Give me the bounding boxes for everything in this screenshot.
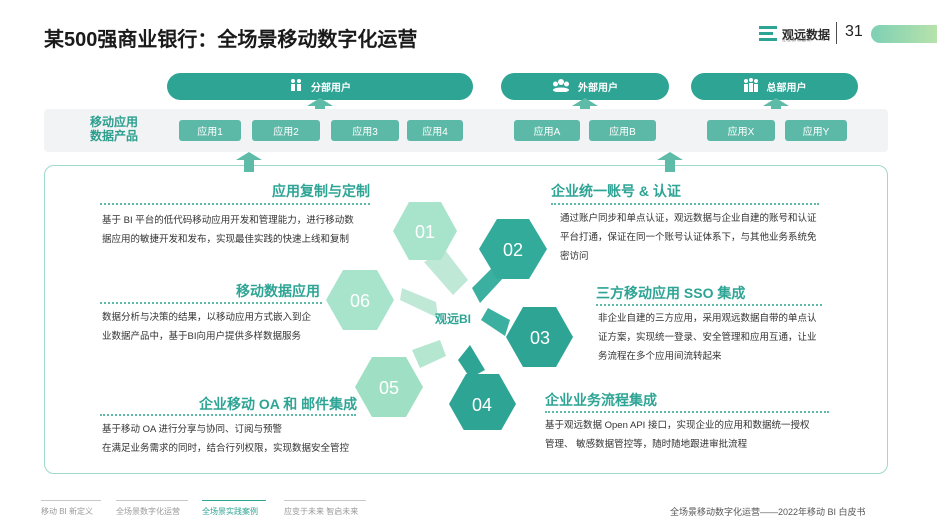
section-06-title: 移动数据应用 — [236, 283, 320, 299]
brand-tagline: 让业务用起来 — [782, 37, 812, 42]
app-chip: 应用X — [707, 120, 775, 141]
app-chip: 应用A — [514, 120, 580, 141]
arrow-up-icon — [763, 98, 789, 118]
header-divider — [836, 22, 837, 44]
footer-tab-line-active — [202, 500, 266, 501]
arrow-up-icon — [572, 98, 598, 118]
section-03-divider — [596, 304, 822, 306]
arrow-up-icon — [307, 98, 333, 118]
building-people-icon — [743, 78, 759, 95]
desc-line: 通过账户同步和单点认证，观远数据与企业自建的账号和认证 — [560, 213, 817, 224]
footer-nav-item-active[interactable]: 全场景实践案例 — [202, 507, 258, 516]
pill-branch-label: 分部用户 — [311, 83, 351, 94]
desc-line: 数据分析与决策的结果，以移动应用方式嵌入到企 — [102, 312, 312, 323]
section-05-title: 企业移动 OA 和 邮件集成 — [199, 396, 358, 412]
footer-nav-item[interactable]: 应变于未来 智启未来 — [284, 507, 359, 516]
app-chip: 应用B — [589, 120, 656, 141]
section-04-title: 企业业务流程集成 — [545, 392, 657, 408]
desc-line: 平台打通，保证在同一个账号认证体系下，与其他业务系统免 — [560, 232, 817, 243]
app-chip: 应用3 — [331, 120, 399, 141]
brand-mark-icon — [759, 26, 777, 41]
hub-center-label: 观远BI — [435, 312, 471, 326]
app-chip: 应用4 — [407, 120, 463, 141]
hex-02 — [479, 219, 547, 279]
hex-04 — [449, 374, 516, 430]
footer-caption: 全场景移动数字化运营——2022年移动 BI 白皮书 — [670, 507, 866, 517]
footer-tab-line — [116, 500, 188, 501]
section-02-desc: 通过账户同步和单点认证，观远数据与企业自建的账号和认证 平台打通，保证在同一个账… — [560, 209, 840, 266]
desc-line: 据应用的敏捷开发和发布，实现最佳实践的快速上线和复制 — [102, 234, 350, 245]
section-04-desc: 基于观远数据 Open API 接口，实现企业的应用和数据统一授权 管理、 敏感… — [545, 416, 845, 454]
app-chip: 应用Y — [785, 120, 847, 141]
section-02-title: 企业统一账号 & 认证 — [551, 183, 681, 199]
desc-line: 密访问 — [560, 251, 589, 262]
desc-line: 管理、 敏感数据管控等，随时随地跟进审批流程 — [545, 439, 748, 450]
section-06-divider — [100, 302, 322, 304]
hex-02-label: 02 — [503, 240, 523, 260]
section-05-desc: 基于移动 OA 进行分享与协同、订阅与预警 在满足业务需求的同时，结合行列权限，… — [102, 420, 372, 458]
hex-01-label: 01 — [415, 222, 435, 242]
desc-line: 基于 BI 平台的低代码移动应用开发和管理能力，进行移动数 — [102, 215, 354, 226]
desc-line: 基于观远数据 Open API 接口，实现企业的应用和数据统一授权 — [545, 420, 810, 431]
connector — [458, 345, 485, 378]
hex-04-label: 04 — [472, 395, 492, 415]
arrow-up-icon — [657, 152, 683, 172]
section-03-title: 三方移动应用 SSO 集成 — [596, 285, 746, 301]
hex-03-label: 03 — [530, 328, 550, 348]
app-chip: 应用2 — [252, 120, 320, 141]
arrow-up-icon — [236, 152, 262, 172]
desc-line: 务流程在多个应用间流转起来 — [598, 351, 722, 362]
desc-line: 非企业自建的三方应用，采用观远数据自带的单点认 — [598, 313, 817, 324]
pill-hq-label: 总部用户 — [766, 83, 807, 94]
hex-06-label: 06 — [350, 291, 370, 311]
connector — [481, 308, 510, 336]
group-icon — [552, 78, 570, 95]
footer-nav-item[interactable]: 移动 BI 新定义 — [41, 507, 94, 516]
footer-nav-item[interactable]: 全场景数字化运营 — [116, 507, 180, 516]
app-chip: 应用1 — [179, 120, 241, 141]
footer-tab-line — [41, 500, 101, 501]
hex-06 — [326, 270, 394, 330]
hex-05-label: 05 — [379, 378, 399, 398]
section-04-divider — [545, 411, 829, 413]
people-icon — [289, 78, 303, 95]
hex-01 — [393, 202, 457, 260]
page-number: 31 — [845, 23, 863, 40]
pill-hq-users: 总部用户 — [691, 73, 858, 100]
accent-bar — [871, 25, 937, 43]
products-label: 移动应用 数据产品 — [90, 115, 139, 143]
section-01-divider — [100, 203, 370, 205]
page-title: 某500强商业银行：全场景移动数字化运营 — [44, 29, 418, 51]
pill-external-users: 外部用户 — [501, 73, 669, 100]
connector — [424, 250, 468, 295]
brand-logo: 观远数据 让业务用起来 — [758, 22, 830, 46]
pill-external-label: 外部用户 — [578, 83, 618, 94]
desc-line: 在满足业务需求的同时，结合行列权限，实现数据安全管控 — [102, 443, 350, 454]
connector — [412, 340, 446, 368]
section-06-desc: 数据分析与决策的结果，以移动应用方式嵌入到企 业数据产品中，基于BI向用户提供多… — [102, 308, 342, 346]
section-03-desc: 非企业自建的三方应用，采用观远数据自带的单点认 证方案，实现统一登录、安全管理和… — [598, 309, 838, 366]
section-02-divider — [551, 203, 819, 205]
hex-03 — [506, 307, 573, 367]
desc-line: 基于移动 OA 进行分享与协同、订阅与预警 — [102, 424, 282, 435]
desc-line: 证方案，实现统一登录、安全管理和应用互通，让业 — [598, 332, 817, 343]
section-05-divider — [100, 414, 356, 416]
pill-branch-users: 分部用户 — [167, 73, 473, 100]
hex-05 — [355, 357, 423, 417]
hub-diagram: 01 02 03 04 05 06 观远BI — [326, 202, 573, 430]
connector — [400, 288, 438, 318]
footer-tab-line — [284, 500, 366, 501]
section-01-desc: 基于 BI 平台的低代码移动应用开发和管理能力，进行移动数 据应用的敏捷开发和发… — [102, 211, 382, 249]
desc-line: 业数据产品中，基于BI向用户提供多样数据服务 — [102, 331, 301, 342]
brand-name: 观远数据 — [782, 27, 831, 42]
section-01-title: 应用复制与定制 — [272, 183, 370, 199]
